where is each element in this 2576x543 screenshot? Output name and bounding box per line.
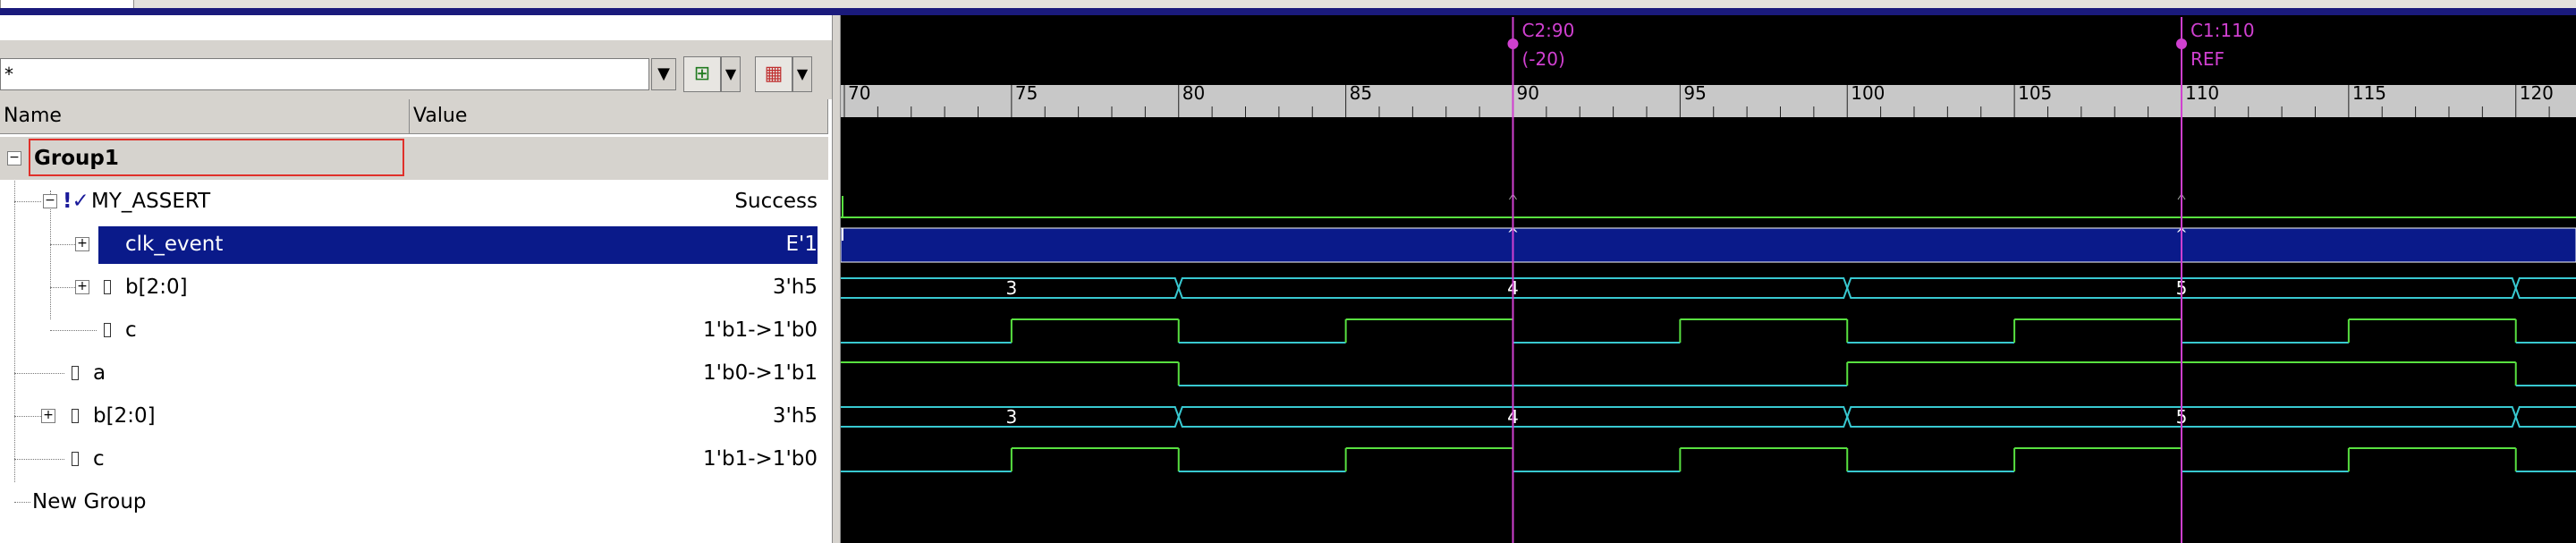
tree-row-label: clk_event: [125, 233, 224, 256]
tree-row-value: 1'b0->1'b1: [703, 361, 818, 385]
ruler-tick-label: 95: [1683, 82, 1706, 104]
signal-icon: [72, 452, 79, 466]
ruler-tick-label: 75: [1015, 82, 1038, 104]
tree-row-value: 3'h5: [772, 404, 818, 428]
b-outer-bus-value: 3: [1006, 406, 1018, 428]
cursor-sublabel: (-20): [1521, 48, 1564, 70]
name-column-header[interactable]: Name: [0, 99, 410, 133]
ruler-tick-label: 120: [2520, 82, 2554, 104]
cursor-sublabel: REF: [2190, 48, 2224, 70]
tree-row-value: Success: [734, 190, 818, 213]
tree-line: [14, 148, 15, 482]
tree-line: [50, 287, 77, 288]
tree-line: [14, 201, 41, 202]
tree-row-value: 3'h5: [772, 276, 818, 299]
clk-event-wave: [841, 227, 2576, 263]
tree-line: [50, 244, 77, 245]
cursor-label: C1:110: [2190, 20, 2255, 41]
tree-row-my-assert[interactable]: − !✓ MY_ASSERT Success: [0, 180, 828, 223]
tree-row-new-group[interactable]: New Group: [0, 480, 828, 523]
signal-icon: [104, 323, 111, 337]
column-header: Name Value: [0, 99, 828, 134]
title-strip: [0, 8, 2576, 15]
ruler-tick-label: 70: [848, 82, 870, 104]
tree-row-c-inner[interactable]: c 1'b1->1'b0: [0, 309, 828, 352]
signal-list-panel: * ▼ ⊞ ▼ ▦ ▼ Name Value − Group1 − !✓ MY_…: [0, 15, 832, 543]
filter-dropdown-icon[interactable]: ▼: [651, 58, 676, 90]
tree-row-label: New Group: [32, 490, 147, 513]
tree-row-label: b[2:0]: [93, 404, 156, 428]
cursor-label: C2:90: [1521, 20, 1574, 41]
expand-icon[interactable]: +: [75, 280, 89, 294]
tree-row-label: MY_ASSERT: [91, 190, 211, 213]
grid-view-dropdown-icon[interactable]: ▼: [792, 56, 812, 92]
b-inner-bus-segment: [2514, 277, 2576, 299]
signal-filter-input[interactable]: *: [0, 58, 649, 90]
grid-view-icon[interactable]: ▦: [755, 56, 792, 92]
tree-row-value: E'1: [785, 233, 818, 256]
bus-signal-icon: [104, 280, 111, 294]
cursor-handle: [2175, 38, 2187, 49]
signal-format-icon[interactable]: ⊞: [683, 56, 721, 92]
tree-row-b-inner[interactable]: + b[2:0] 3'h5: [0, 266, 828, 309]
selection-highlight: [98, 226, 818, 264]
tree-row-c-outer[interactable]: c 1'b1->1'b0: [0, 437, 828, 480]
group-highlight: [29, 139, 404, 176]
tree-line: [50, 330, 97, 331]
assertion-icon: !✓: [63, 190, 89, 213]
cursor-handle: [1507, 38, 1519, 49]
tree-line: [50, 191, 51, 319]
waveform-panel[interactable]: 707580859095100105110115120^^345345C2:90…: [841, 15, 2576, 543]
collapse-icon[interactable]: −: [43, 194, 57, 208]
tree-row-clk-event[interactable]: + clk_event E'1: [0, 223, 828, 266]
waveform-canvas[interactable]: 707580859095100105110115120^^345345C2:90…: [841, 15, 2576, 543]
tree-row-a[interactable]: a 1'b0->1'b1: [0, 352, 828, 395]
tree-line: [14, 459, 64, 460]
tree-row-label: b[2:0]: [125, 276, 188, 299]
tree-row-value: 1'b1->1'b0: [703, 447, 818, 471]
tree-row-b-outer[interactable]: + b[2:0] 3'h5: [0, 395, 828, 437]
bus-signal-icon: [72, 409, 79, 423]
tree-line: [14, 416, 41, 417]
tree-row-label: c: [93, 447, 105, 471]
tree-line: [14, 373, 64, 374]
tree-row-label: a: [93, 361, 106, 385]
panel-splitter[interactable]: [832, 15, 841, 543]
collapse-icon[interactable]: −: [7, 151, 21, 165]
ruler-tick-label: 85: [1350, 82, 1372, 104]
signal-icon: [72, 366, 79, 380]
ruler-tick-label: 90: [1516, 82, 1538, 104]
b-outer-bus-segment: [2514, 406, 2576, 428]
expand-icon[interactable]: +: [41, 409, 55, 423]
tree-row-value: 1'b1->1'b0: [703, 318, 818, 342]
tree-row-label: Group1: [34, 147, 119, 170]
ruler-tick-label: 115: [2352, 82, 2386, 104]
ruler-tick-label: 110: [2185, 82, 2219, 104]
ruler-tick-label: 80: [1182, 82, 1205, 104]
tree-line: [14, 502, 30, 503]
ruler-tick-label: 100: [1851, 82, 1885, 104]
b-inner-bus-value: 3: [1006, 277, 1018, 299]
value-column-header[interactable]: Value: [410, 99, 828, 133]
tree-row-group1[interactable]: − Group1: [0, 137, 828, 180]
tree-row-label: c: [125, 318, 137, 342]
time-ruler: [841, 85, 2576, 117]
filter-toolbar: * ▼ ⊞ ▼ ▦ ▼: [0, 40, 832, 99]
expand-icon[interactable]: +: [75, 237, 89, 251]
signal-format-dropdown-icon[interactable]: ▼: [721, 56, 741, 92]
ruler-tick-label: 105: [2018, 82, 2052, 104]
